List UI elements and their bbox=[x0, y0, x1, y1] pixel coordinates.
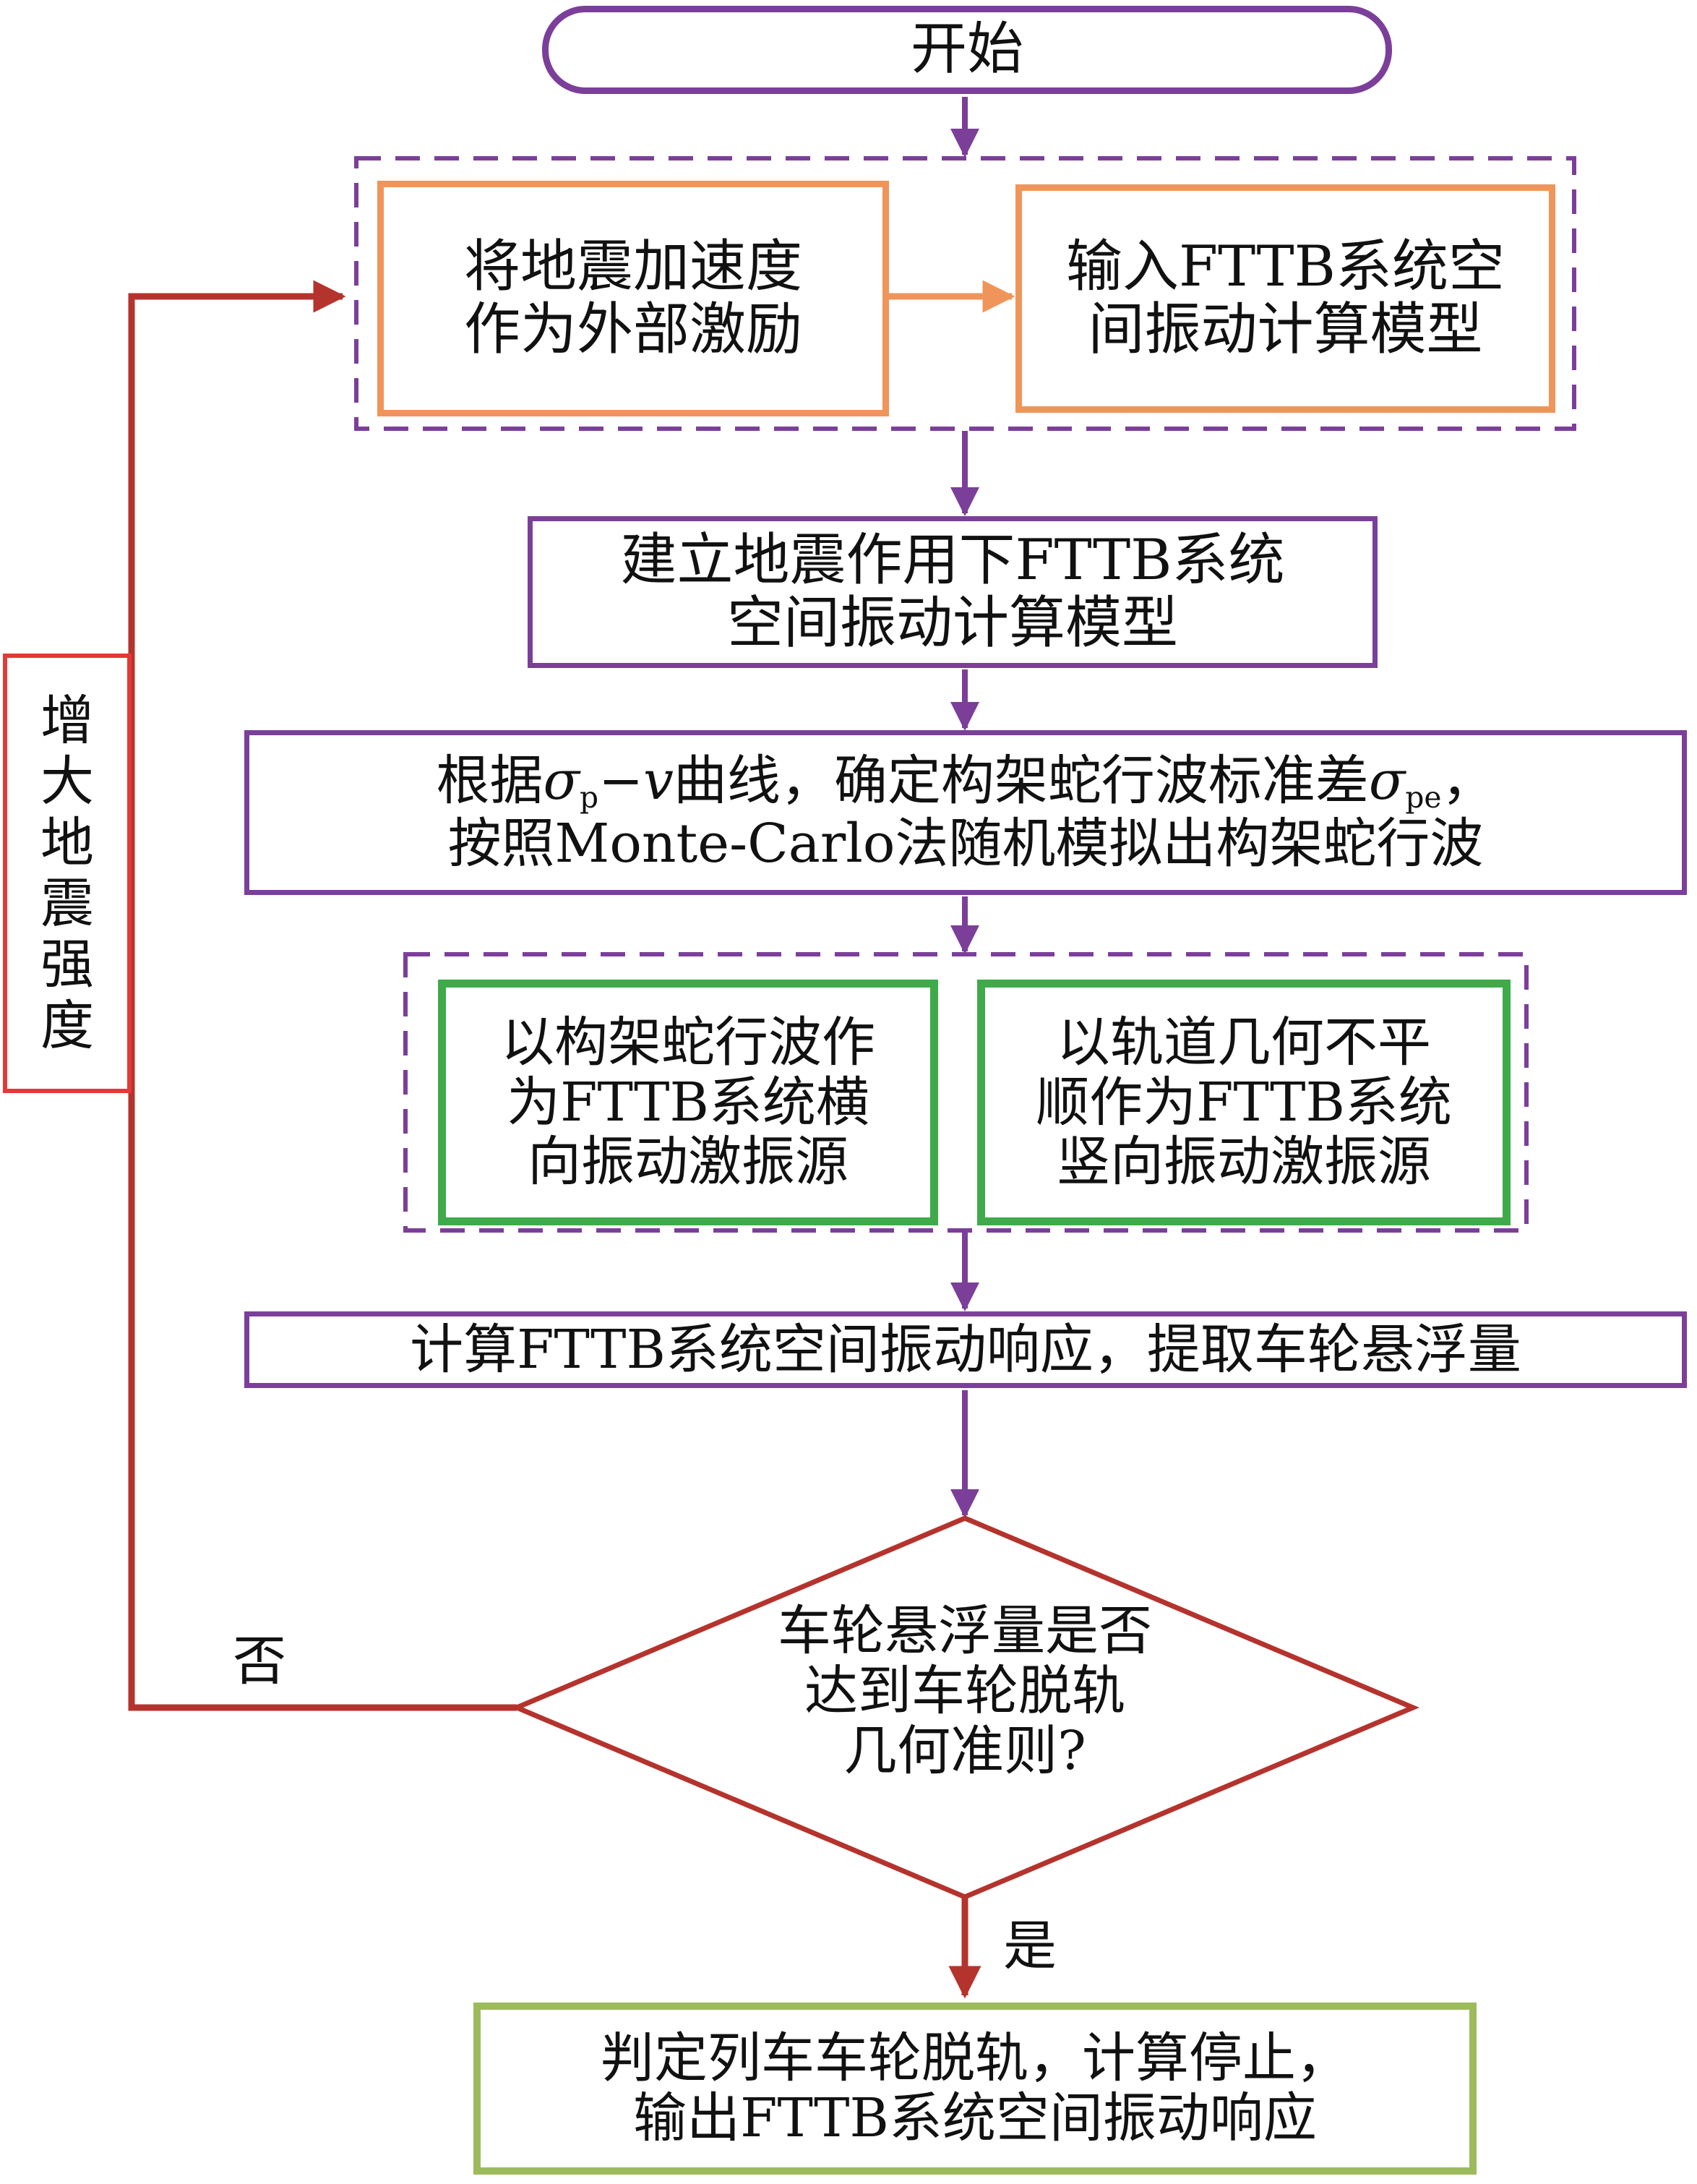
lateral-line-1: 以构架蛇行波作 bbox=[501, 1011, 875, 1074]
vertical-source-box: 以轨道几何不平 顺作为FTTB系统 竖向振动激振源 bbox=[977, 980, 1511, 1225]
vertical-line-2: 顺作为FTTB系统 bbox=[1036, 1071, 1452, 1134]
end-line-2: 输出FTTB系统空间振动响应 bbox=[633, 2087, 1317, 2149]
lateral-source-box: 以构架蛇行波作 为FTTB系统横 向振动激振源 bbox=[438, 980, 938, 1225]
side-char-2: 大 bbox=[40, 750, 94, 813]
hunting-middle: 曲线，确定构架蛇行波标准差 bbox=[673, 749, 1369, 812]
lateral-line-2: 为FTTB系统横 bbox=[507, 1071, 869, 1134]
excitation-line-1: 将地震加速度 bbox=[463, 234, 802, 299]
hunting-end: ， bbox=[1441, 749, 1495, 812]
build-model-box: 建立地震作用下FTTB系统 空间振动计算模型 bbox=[528, 516, 1378, 668]
excitation-line-2: 作为外部激励 bbox=[463, 297, 802, 362]
start-terminal: 开始 bbox=[542, 6, 1392, 94]
compute-response-label: 计算FTTB系统空间振动响应，提取车轮悬浮量 bbox=[410, 1318, 1521, 1381]
side-char-5: 强 bbox=[40, 933, 94, 996]
decision-line-1: 车轮悬浮量是否 bbox=[778, 1600, 1152, 1662]
compute-response-box: 计算FTTB系统空间振动响应，提取车轮悬浮量 bbox=[244, 1311, 1687, 1388]
hunting-line-1: 根据σp−v曲线，确定构架蛇行波标准差σpe， bbox=[436, 749, 1495, 815]
no-label: 否 bbox=[233, 1630, 286, 1692]
lateral-line-3: 向振动激振源 bbox=[528, 1131, 848, 1194]
decision-diamond bbox=[510, 1515, 1419, 1900]
end-box: 判定列车车轮脱轨，计算停止， 输出FTTB系统空间振动响应 bbox=[473, 2003, 1477, 2175]
model-input-box: 输入FTTB系统空 间振动计算模型 bbox=[1015, 184, 1555, 413]
dash-symbol: − bbox=[598, 749, 644, 812]
input-group-frame bbox=[354, 156, 1576, 431]
side-char-1: 增 bbox=[40, 689, 94, 752]
side-char-6: 度 bbox=[40, 994, 94, 1057]
end-line-1: 判定列车车轮脱轨，计算停止， bbox=[601, 2027, 1349, 2090]
vertical-line-3: 竖向振动激振源 bbox=[1057, 1131, 1431, 1194]
build-model-line-1: 建立地震作用下FTTB系统 bbox=[620, 527, 1285, 593]
model-input-line-1: 输入FTTB系统空 bbox=[1066, 234, 1505, 299]
decision-line-3: 几何准则? bbox=[843, 1719, 1086, 1782]
decision-line-2: 达到车轮脱轨 bbox=[804, 1659, 1125, 1722]
arrow-no-feedback bbox=[128, 280, 517, 1711]
yes-label: 是 bbox=[1003, 1915, 1057, 1977]
sigma-symbol-2: σ bbox=[1368, 749, 1406, 812]
sources-group-frame bbox=[403, 952, 1529, 1233]
start-label: 开始 bbox=[910, 17, 1023, 82]
build-model-line-2: 空间振动计算模型 bbox=[726, 591, 1178, 656]
hunting-wave-box: 根据σp−v曲线，确定构架蛇行波标准差σpe， 按照Monte-Carlo法随机… bbox=[244, 730, 1687, 895]
side-char-4: 震 bbox=[40, 873, 94, 935]
excitation-box: 将地震加速度 作为外部激励 bbox=[377, 181, 889, 416]
vertical-line-1: 以轨道几何不平 bbox=[1057, 1011, 1431, 1074]
sigma-subscript-pe: pe bbox=[1405, 779, 1442, 815]
hunting-line-2: 按照Monte-Carlo法随机模拟出构架蛇行波 bbox=[447, 813, 1484, 875]
sigma-subscript-p: p bbox=[580, 779, 599, 815]
side-char-3: 地 bbox=[40, 811, 94, 874]
nu-symbol: v bbox=[643, 749, 674, 812]
sigma-symbol: σ bbox=[543, 749, 580, 812]
hunting-prefix: 根据 bbox=[436, 749, 544, 812]
model-input-line-2: 间振动计算模型 bbox=[1088, 297, 1483, 362]
increase-intensity-box: 增 大 地 震 强 度 bbox=[3, 654, 132, 1093]
decision-question: 车轮悬浮量是否 达到车轮脱轨 几何准则? bbox=[676, 1601, 1254, 1781]
